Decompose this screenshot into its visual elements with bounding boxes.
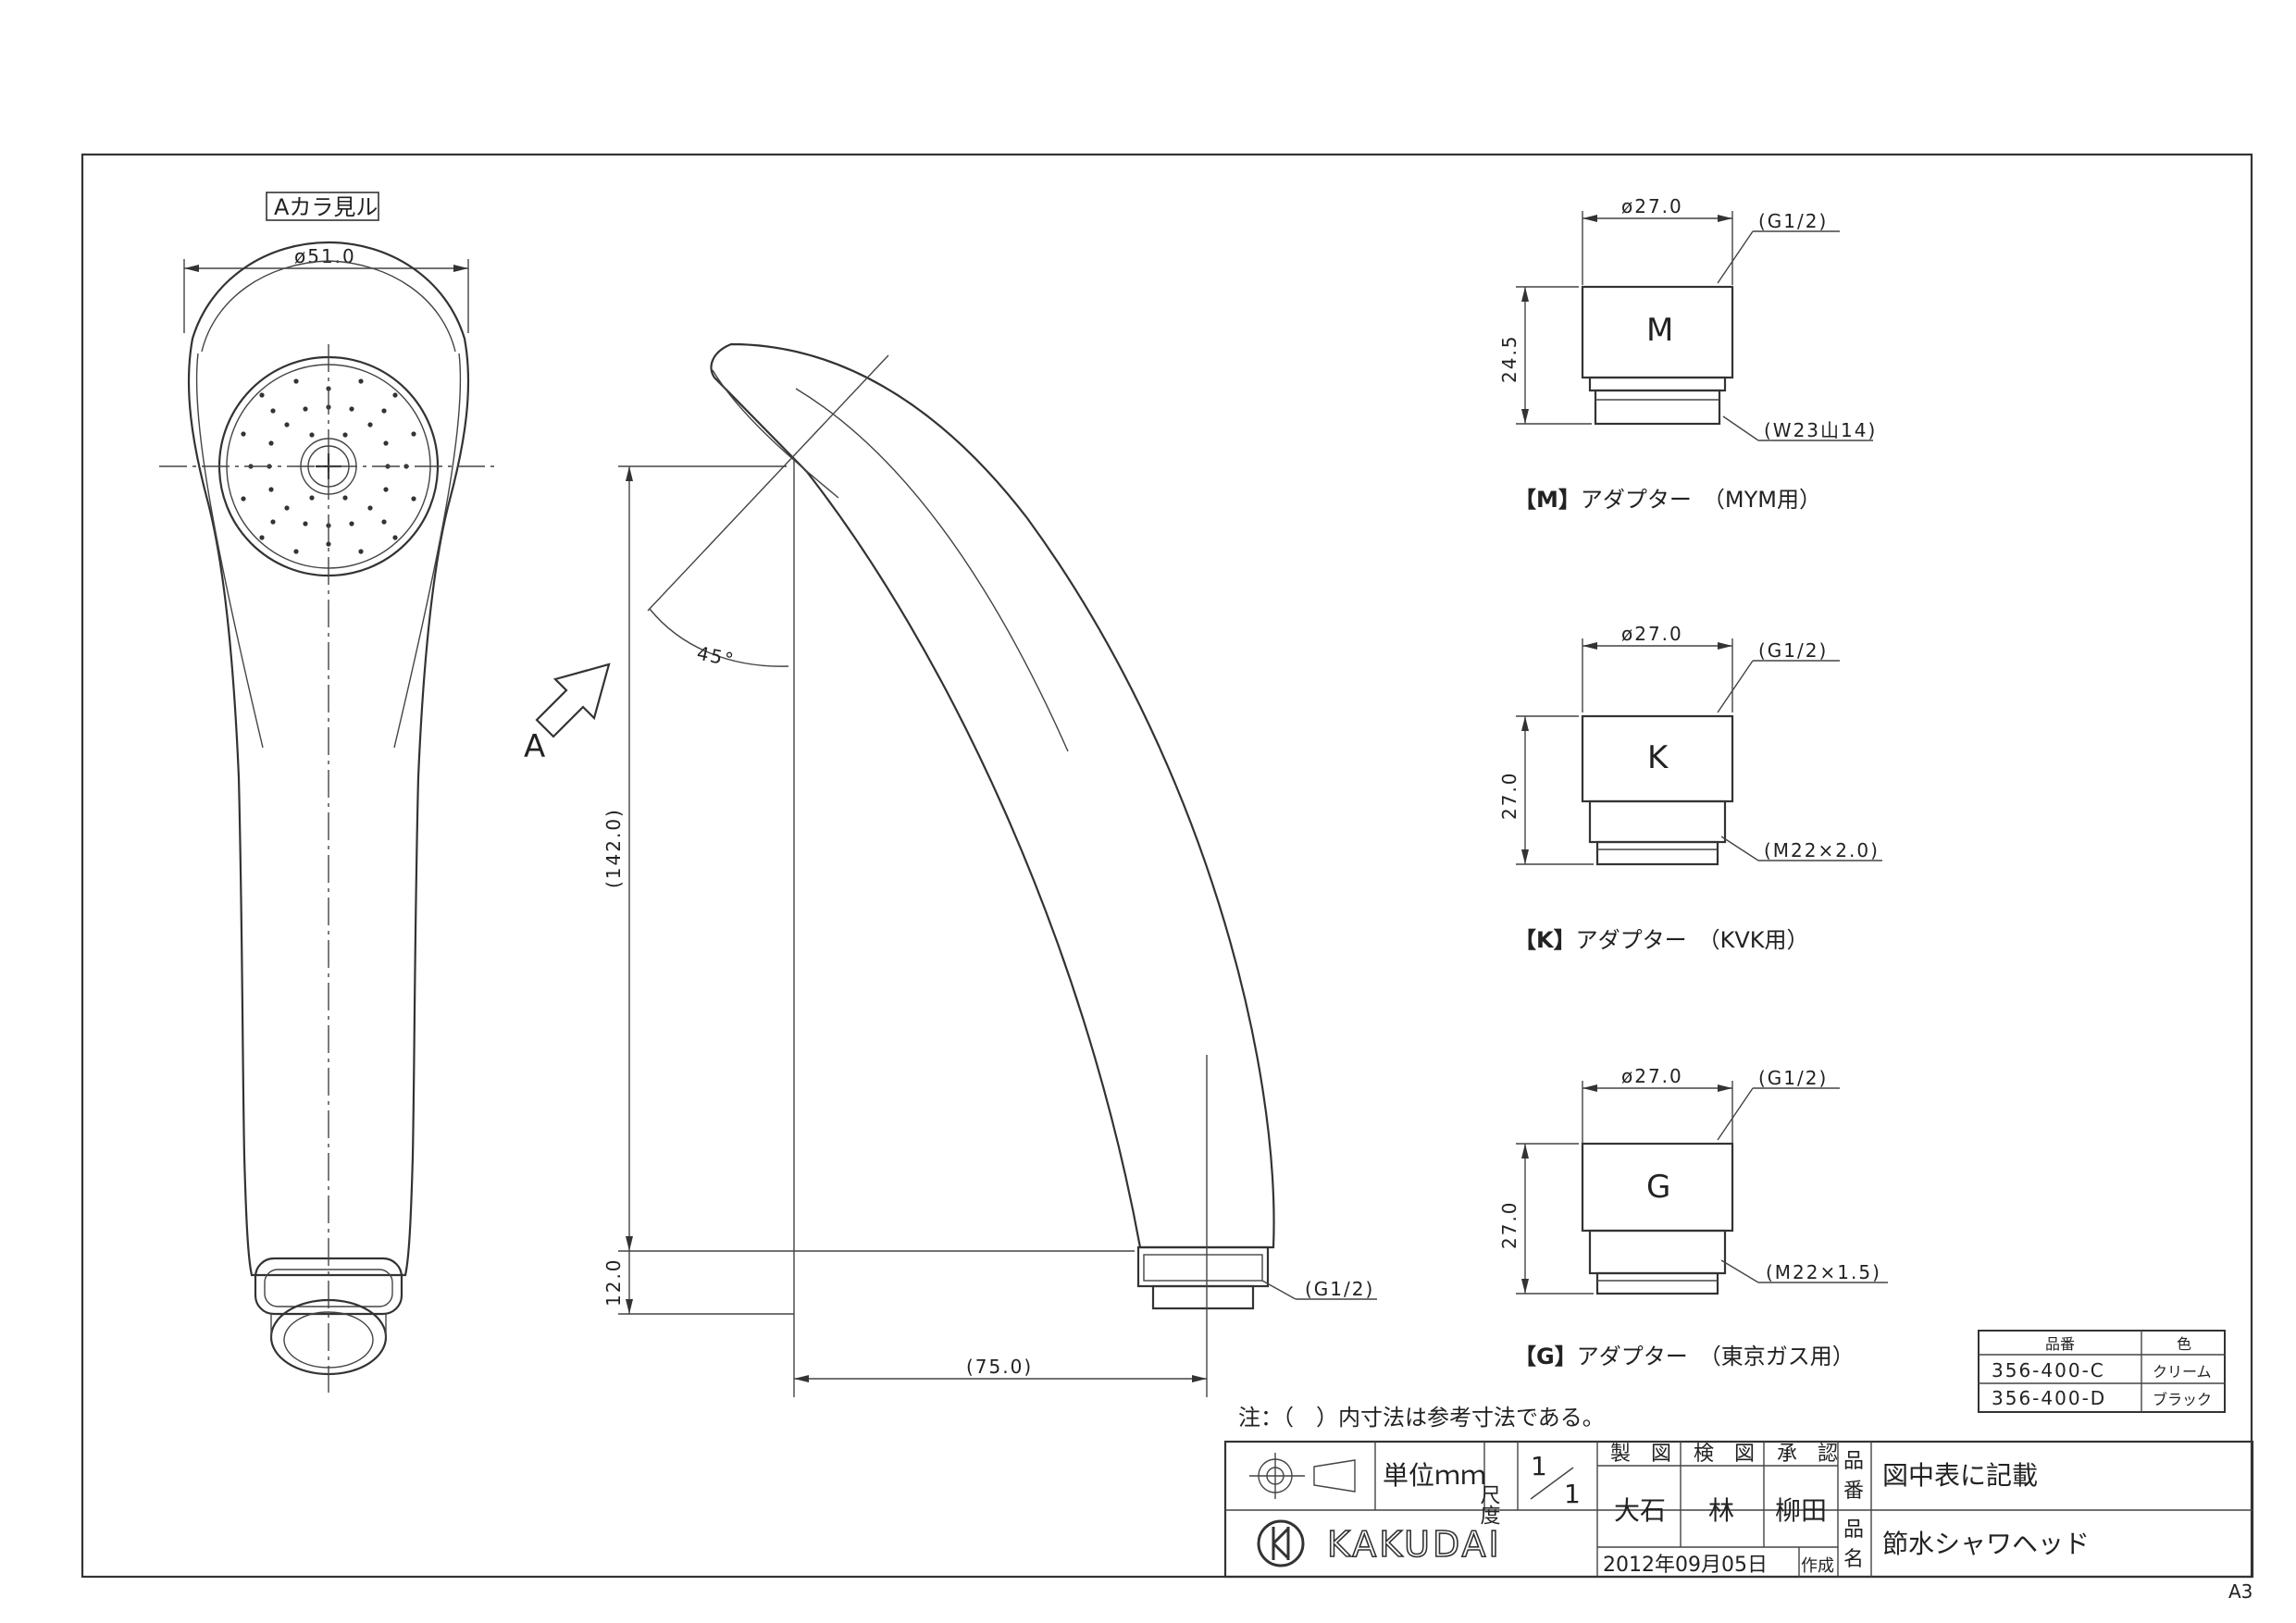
adapter-g-thread-bottom: (M22×1.5) bbox=[1766, 1261, 1881, 1283]
side-dim-height: (142.0) bbox=[602, 808, 625, 888]
checked-by: 林 bbox=[1708, 1495, 1734, 1526]
logo-text: KAKUDAI bbox=[1327, 1524, 1502, 1565]
checked-label: 検 図 bbox=[1694, 1443, 1755, 1466]
adapter-k-thread-top: (G1/2) bbox=[1758, 639, 1828, 662]
scale-denominator: 1 bbox=[1564, 1479, 1581, 1509]
parts-row-1-part-no: 356-400-C bbox=[1992, 1359, 2105, 1381]
adapter-m-height: 24.5 bbox=[1498, 334, 1520, 383]
side-view: 45° (142.0) 12.0 (75.0) (G1/2) bbox=[602, 342, 1377, 1397]
parts-header-color: 色 bbox=[2177, 1335, 2191, 1353]
parts-row-2-color: ブラック bbox=[2153, 1391, 2212, 1408]
adapter-k-letter: K bbox=[1647, 739, 1669, 776]
view-a-arrow-letter: A bbox=[524, 728, 545, 765]
projection-symbol-icon bbox=[1249, 1453, 1356, 1499]
view-a-label: Aカラ見ル bbox=[274, 194, 378, 220]
part-no-value: 図中表に記載 bbox=[1882, 1460, 2038, 1491]
unit-label: 単位ｍｍ bbox=[1383, 1460, 1486, 1491]
drawn-by: 大石 bbox=[1614, 1495, 1666, 1526]
adapter-g-height: 27.0 bbox=[1498, 1200, 1520, 1249]
adapter-g-caption: 【G】アダプター （東京ガス用） bbox=[1514, 1344, 1855, 1369]
parts-table: 品番 色 356-400-C クリーム 356-400-D ブラック bbox=[1978, 1330, 2226, 1413]
side-thread-label: (G1/2) bbox=[1305, 1278, 1374, 1300]
side-angle-label: 45° bbox=[695, 641, 738, 671]
view-a-arrow: A bbox=[524, 663, 611, 765]
part-name-value: 節水シャワヘッド bbox=[1882, 1529, 2090, 1559]
sheet-size-label: A3 bbox=[2228, 1580, 2253, 1603]
view-a-label-box bbox=[266, 192, 379, 221]
adapter-k-diameter: ø27.0 bbox=[1621, 623, 1683, 645]
part-no-label-2: 番 bbox=[1843, 1480, 1864, 1503]
part-no-label-1: 品 bbox=[1843, 1450, 1864, 1473]
adapter-m: ø27.0 M 24.5 (G1/2) (W23山14) 【M】アダプター （M… bbox=[1498, 195, 1877, 513]
spray-nozzles bbox=[241, 378, 416, 554]
adapter-k-caption: 【K】アダプター （KVK用） bbox=[1514, 927, 1809, 953]
parts-header-part-no: 品番 bbox=[2045, 1335, 2075, 1353]
adapter-m-letter: M bbox=[1646, 312, 1673, 349]
title-block: 単位ｍｍ 尺度 1 1 製 図 検 図 承 認 大石 林 柳田 品 番 図中表に… bbox=[1223, 1440, 2254, 1579]
name-label-1: 品 bbox=[1843, 1518, 1864, 1542]
adapter-g-thread-top: (G1/2) bbox=[1758, 1067, 1828, 1089]
scale-label: 尺度 bbox=[1477, 1484, 1501, 1525]
kakudai-logo: KAKUDAI bbox=[1257, 1519, 1502, 1567]
approved-by: 柳田 bbox=[1775, 1495, 1827, 1526]
created-label: 作成 bbox=[1801, 1556, 1834, 1576]
name-label-2: 名 bbox=[1843, 1548, 1864, 1571]
parts-row-2-part-no: 356-400-D bbox=[1992, 1387, 2106, 1409]
side-dim-bottom: 12.0 bbox=[602, 1258, 625, 1307]
front-view: Aカラ見ル ø51.0 bbox=[159, 192, 498, 1393]
adapter-g: ø27.0 G 27.0 (G1/2) (M22×1.5) 【G】アダプター （… bbox=[1498, 1065, 1888, 1369]
parts-row-1-color: クリーム bbox=[2153, 1363, 2212, 1381]
side-dim-width: (75.0) bbox=[966, 1356, 1033, 1378]
dimension-note: 注：（ ）内寸法は参考寸法である。 bbox=[1238, 1405, 1605, 1431]
adapter-k-height: 27.0 bbox=[1498, 771, 1520, 820]
creation-date: 2012年09月05日 bbox=[1603, 1554, 1768, 1577]
adapter-k-thread-bottom: (M22×2.0) bbox=[1764, 839, 1880, 861]
adapter-m-thread-bottom: (W23山14) bbox=[1764, 419, 1877, 441]
scale-numerator: 1 bbox=[1531, 1451, 1547, 1481]
adapter-k: ø27.0 K 27.0 (G1/2) (M22×2.0) 【K】アダプター （… bbox=[1498, 623, 1882, 953]
adapter-m-thread-top: (G1/2) bbox=[1758, 210, 1828, 232]
approved-label: 承 認 bbox=[1777, 1443, 1838, 1466]
adapter-g-diameter: ø27.0 bbox=[1621, 1065, 1683, 1087]
drawn-label: 製 図 bbox=[1610, 1443, 1671, 1466]
adapter-g-letter: G bbox=[1646, 1169, 1670, 1206]
adapter-m-caption: 【M】アダプター （MYM用） bbox=[1514, 487, 1821, 513]
adapter-m-diameter: ø27.0 bbox=[1621, 195, 1683, 217]
sheet-border bbox=[81, 153, 2253, 1579]
